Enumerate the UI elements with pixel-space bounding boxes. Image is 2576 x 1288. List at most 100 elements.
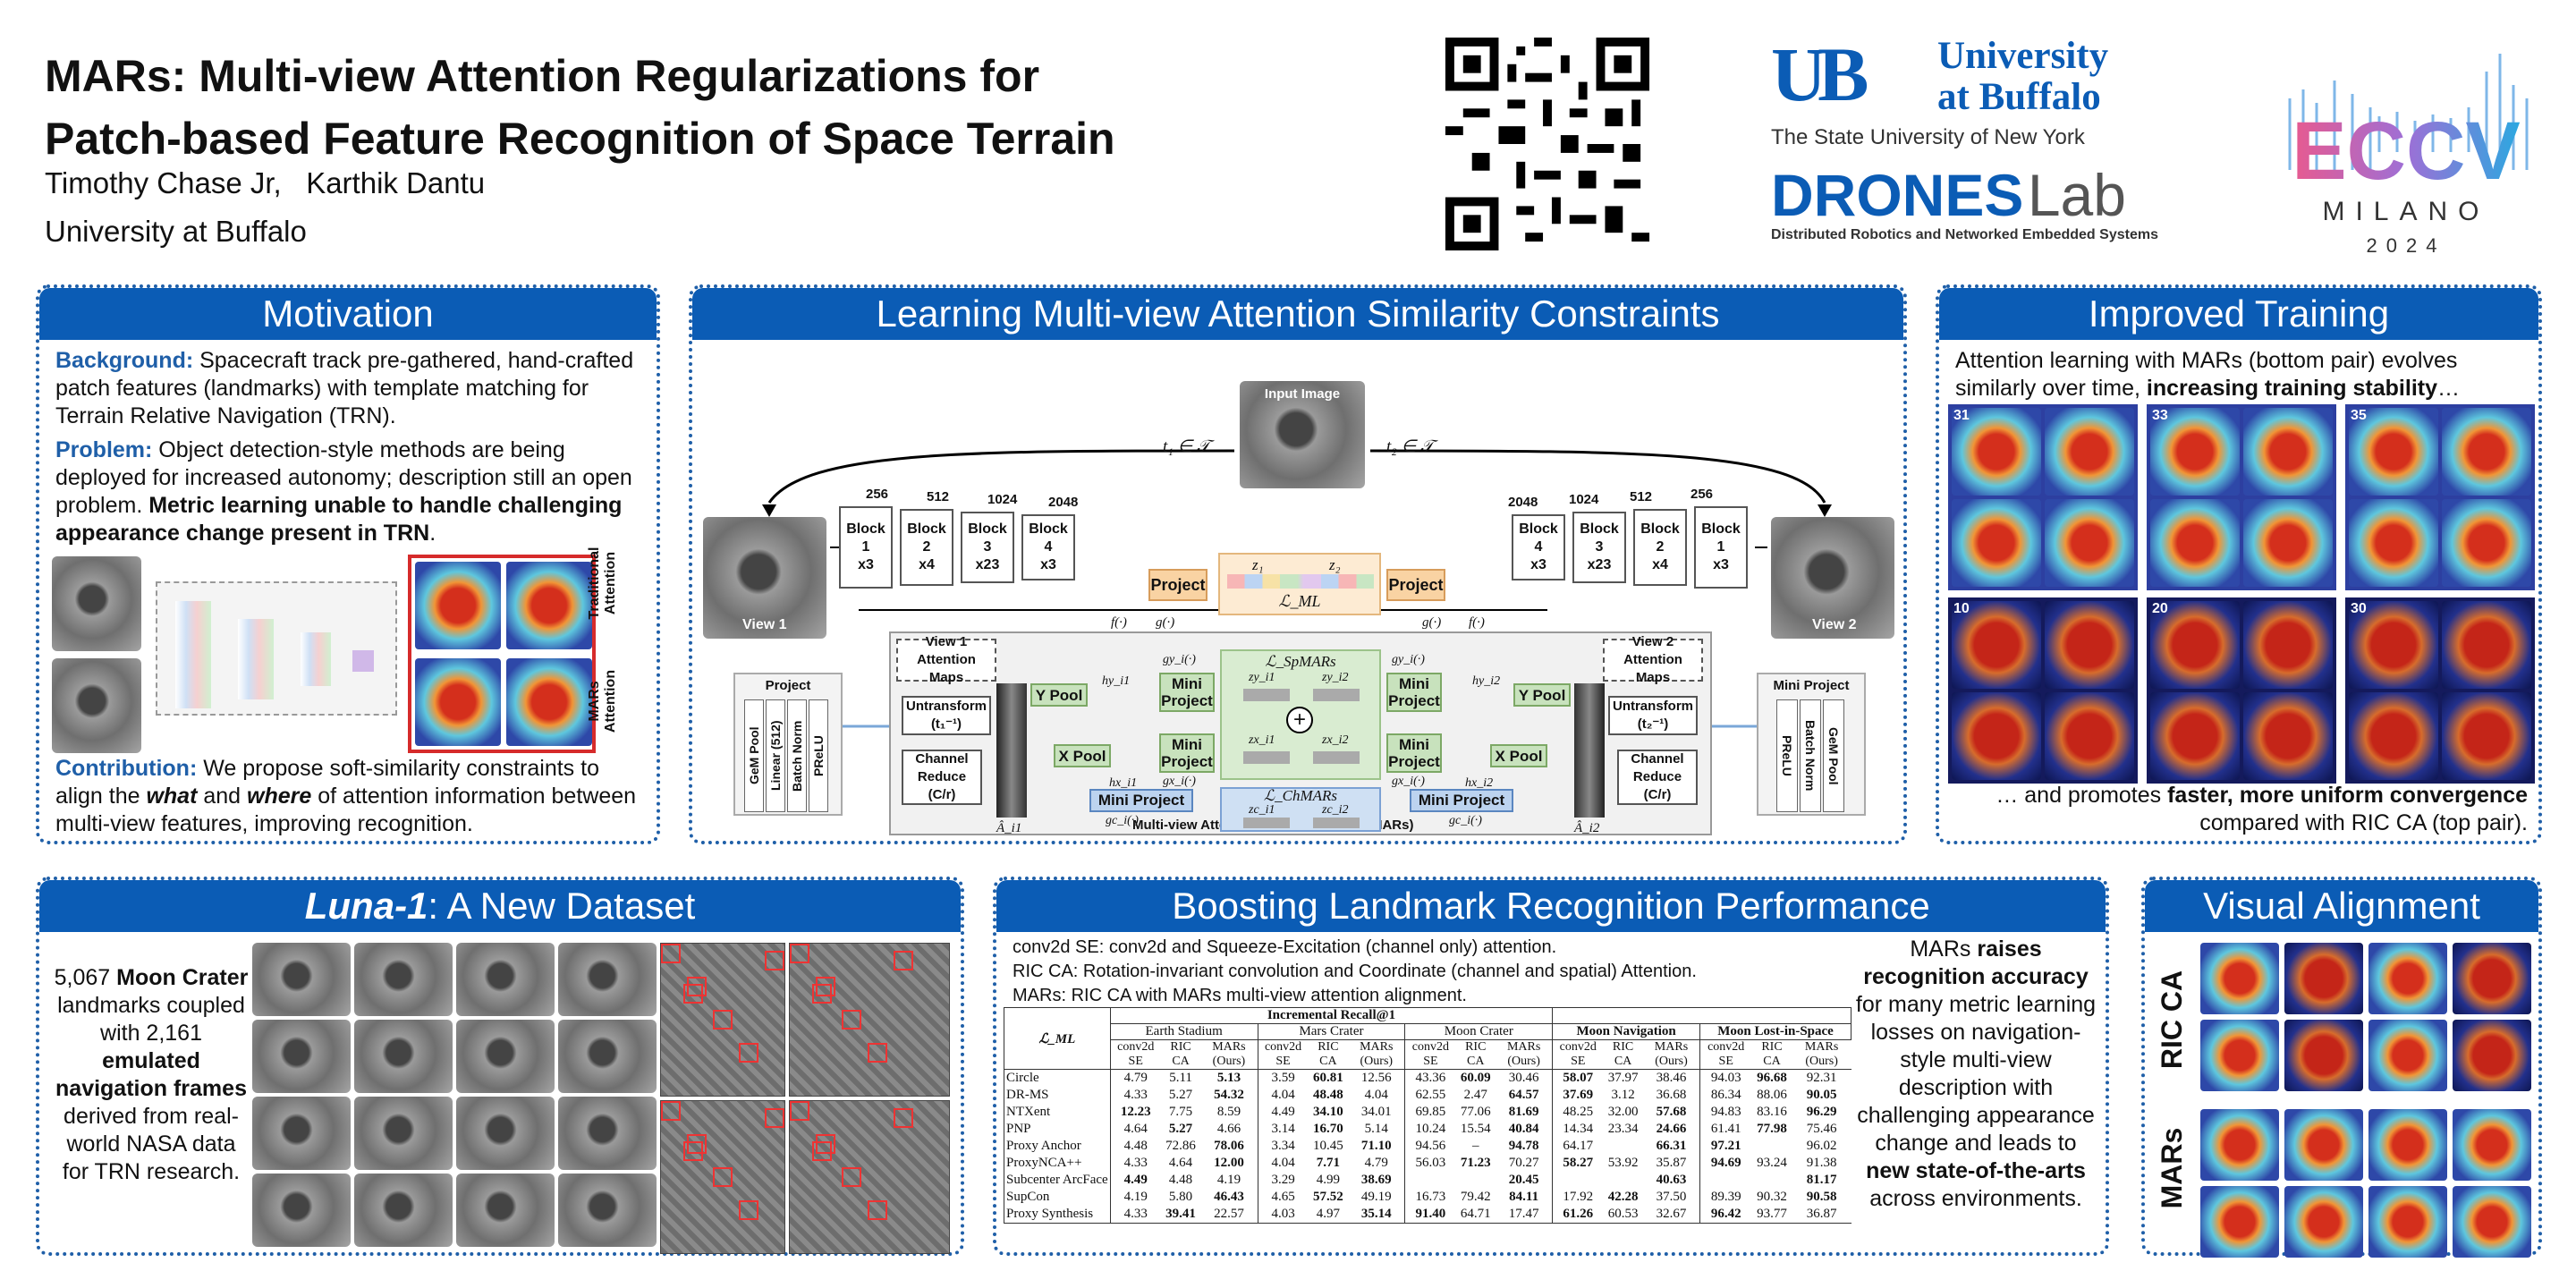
- visual-cell-2-2: [2368, 1109, 2447, 1181]
- project-head-title: Project: [765, 678, 811, 693]
- luna-title-italic: Luna-1: [304, 885, 428, 927]
- mars-heat-1: [415, 658, 501, 746]
- desc-conv2d: conv2d SE: conv2d and Squeeze-Excitation…: [1013, 936, 1871, 960]
- visual-cell-1-3: [2453, 1020, 2531, 1091]
- table-cell-8-13: 96.42: [1699, 1206, 1752, 1224]
- training-map-1-0-0: [1952, 601, 2041, 689]
- visual-cell-3-2: [2368, 1186, 2447, 1258]
- table-cell-2-10: 48.25: [1552, 1104, 1604, 1121]
- table-cell-6-13: [1699, 1172, 1752, 1189]
- motivation-crater-2: [52, 658, 141, 753]
- table-cell-4-14: [1751, 1138, 1792, 1155]
- training-map-0-2-3: [2442, 499, 2531, 587]
- training-epoch-1-2: 30: [2351, 601, 2367, 616]
- ub-subtitle: The State University of New York: [1771, 125, 2085, 149]
- table-cell-2-6: 34.01: [1360, 1105, 1392, 1119]
- training-map-1-1-0: [2150, 601, 2240, 689]
- training-cell-0-2: 35: [2345, 404, 2535, 590]
- zx-vectors: [1243, 751, 1360, 764]
- training-text-1: Attention learning with MARs (bottom pai…: [1955, 347, 2528, 402]
- table-cell-8-2: 39.41: [1160, 1206, 1201, 1224]
- problem-end: .: [429, 521, 436, 546]
- desc-ric: RIC CA: Rotation-invariant convolution a…: [1013, 960, 1871, 984]
- table-cell-3-12: 24.66: [1656, 1122, 1687, 1136]
- luna-nav-box-2-0: [661, 1101, 681, 1121]
- table-cell-6-10: [1552, 1172, 1604, 1189]
- visual-cell-3-3: [2453, 1186, 2531, 1258]
- table-cell-0-2: 5.11: [1169, 1071, 1192, 1085]
- view1-image: [703, 517, 826, 639]
- training-cell-0-0: 31: [1948, 404, 2138, 590]
- training-map-0-1-2: [2150, 499, 2240, 587]
- contribution-end: of attention information between multi-v…: [55, 784, 637, 836]
- table-cell-2-12: 57.68: [1656, 1105, 1687, 1119]
- training-panel: Improved Training Attention learning wit…: [1936, 284, 2542, 844]
- hx1-label: hx_i1: [1109, 776, 1138, 790]
- training-text-1b: increasing training stability: [2146, 376, 2437, 401]
- zx2-label: zx_i2: [1322, 733, 1349, 747]
- table-cell-1-3: 54.32: [1214, 1088, 1244, 1102]
- table-cell-1-1: 4.33: [1109, 1087, 1161, 1104]
- traditional-attention-label: Traditional Attention: [587, 547, 618, 620]
- table-cell-4-11: [1603, 1138, 1643, 1155]
- drones-lab-logo: DRONES Lab Distributed Robotics and Netw…: [1771, 161, 2182, 259]
- training-map-1-1-2: [2150, 692, 2240, 780]
- table-cell-4-15: 96.02: [1806, 1139, 1837, 1153]
- table-cell-2-13: 94.83: [1699, 1104, 1752, 1121]
- block-left-2: Block 2 x4: [900, 509, 953, 586]
- table-cell-6-15: 81.17: [1806, 1173, 1837, 1187]
- block-left-ch-2: 512: [927, 489, 950, 504]
- table-cell-6-0: Subcenter ArcFace: [1004, 1172, 1111, 1189]
- luna-nav-box-3-5: [812, 1141, 832, 1161]
- training-map-0-1-0: [2150, 408, 2240, 496]
- table-group-header: Incremental Recall@1: [1109, 1007, 1554, 1024]
- table-cell-7-1: 4.19: [1109, 1189, 1161, 1206]
- table-cell-0-3: 5.13: [1216, 1071, 1241, 1085]
- lml-label: ℒ_ML: [1278, 592, 1321, 610]
- motivation-panel: Motivation Background: Spacecraft track …: [36, 284, 660, 844]
- luna-nav-box-3-1: [816, 1134, 835, 1154]
- luna-nav-frame-0: [660, 943, 785, 1097]
- zy2-label: zy_i2: [1322, 671, 1349, 684]
- training-map-1-0-3: [2045, 692, 2134, 780]
- table-cell-2-7: 69.85: [1404, 1104, 1456, 1121]
- luna-crater-3-2: [456, 1174, 555, 1247]
- luna-crater-2-0: [252, 1097, 351, 1170]
- zc-vectors: [1243, 818, 1360, 828]
- qr-code[interactable]: [1445, 38, 1650, 250]
- ub-mark-icon: UB: [1771, 31, 1868, 117]
- poster-title: MARs: Multi-view Attention Regularizatio…: [45, 45, 1386, 170]
- trad-heat-1: [415, 562, 501, 649]
- block-left-4: Block 4 x3: [1021, 514, 1075, 580]
- visual-cell-0-2: [2368, 943, 2447, 1014]
- spatial-mars-region: ℒ_SpMARs zy_i1 zy_i2 + zx_i1 zx_i2: [1220, 649, 1381, 780]
- luna-nav-box-3-3: [868, 1200, 887, 1220]
- training-map-0-0-3: [2045, 499, 2134, 587]
- t1-label: t₁ ∈ 𝒯: [1163, 437, 1210, 456]
- milano-skyline-icon: ECCV: [2288, 54, 2529, 188]
- training-epoch-0-0: 31: [1953, 408, 1970, 423]
- col-header-2-2: MARs (Ours): [1496, 1039, 1553, 1070]
- table-cell-3-10: 14.34: [1552, 1121, 1604, 1138]
- training-map-0-2-2: [2349, 499, 2438, 587]
- training-map-0-0-2: [1952, 499, 2041, 587]
- table-cell-7-10: 17.92: [1552, 1189, 1604, 1206]
- untransform-left: Untransform (t₁⁻¹): [902, 696, 991, 735]
- lsp-label: ℒ_SpMARs: [1265, 653, 1336, 670]
- architecture-figure: Input Image t₁ ∈ 𝒯 t₂ ∈ 𝒯 View 1 View 2 …: [698, 351, 1900, 839]
- embedding-box: z₁ z₂ ℒ_ML: [1218, 553, 1381, 615]
- training-map-0-1-1: [2243, 408, 2333, 496]
- zc2-label: zc_i2: [1322, 803, 1349, 817]
- what-word: what: [146, 784, 198, 809]
- table-cell-3-3: 4.66: [1216, 1122, 1241, 1136]
- mars-label: MARs: [2156, 1127, 2188, 1209]
- desc-conv2d-label: conv2d SE: [1013, 937, 1099, 957]
